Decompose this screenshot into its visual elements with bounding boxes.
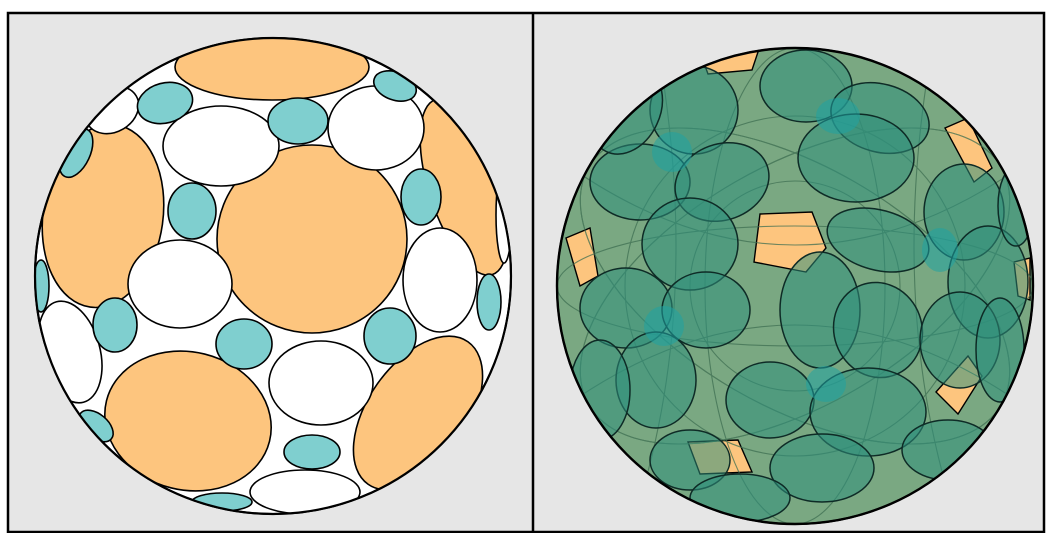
small-cap: [215, 318, 273, 370]
large-cap: [174, 38, 370, 101]
overlap-highlight: [652, 132, 692, 172]
small-cap: [476, 273, 502, 331]
overlap-highlight: [816, 98, 860, 134]
medium-cap: [249, 469, 361, 514]
cover-cap: [725, 361, 815, 439]
medium-cap: [402, 227, 478, 333]
cover-cap: [769, 433, 875, 503]
large-cap: [216, 144, 408, 334]
small-cap: [363, 307, 417, 365]
right-sphere-outline: [555, 46, 1035, 526]
figure-border: [6, 11, 1046, 534]
overlap-highlight: [806, 366, 846, 402]
medium-cap: [268, 340, 374, 426]
overlap-highlight: [644, 306, 684, 346]
overlap-highlight: [922, 228, 958, 272]
small-cap: [283, 434, 341, 470]
small-cap: [400, 168, 442, 226]
small-cap: [167, 182, 217, 240]
right-sphere: [555, 46, 1035, 526]
medium-cap: [162, 105, 280, 187]
left-sphere: [33, 36, 513, 516]
small-cap: [267, 97, 329, 145]
cover-cap: [797, 113, 915, 203]
small-cap: [136, 81, 194, 125]
left-sphere-outline: [33, 36, 513, 516]
large-cap: [104, 350, 272, 492]
small-cap: [92, 297, 138, 353]
medium-cap: [127, 239, 233, 329]
cover-cap: [649, 429, 731, 491]
